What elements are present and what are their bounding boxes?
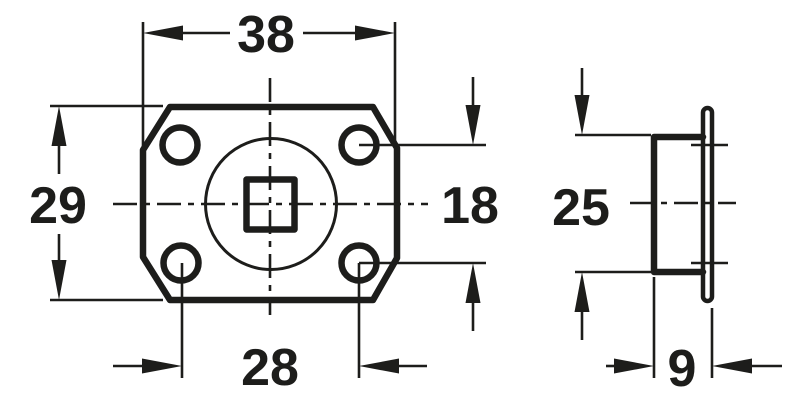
side-view — [630, 105, 736, 304]
arrowhead-left — [143, 25, 183, 41]
arrowhead-down — [574, 95, 590, 135]
arrowhead-down — [51, 260, 67, 300]
dimension-front-width: 38 — [141, 6, 397, 147]
dimension-value-9: 9 — [668, 340, 697, 398]
arrowhead-down — [465, 105, 481, 145]
arrowhead-up — [465, 263, 481, 303]
arrowhead-left — [359, 358, 399, 374]
dimension-value-18: 18 — [441, 177, 499, 235]
dimension-side-height: 25 — [552, 68, 651, 340]
arrowhead-left — [712, 358, 752, 374]
dimension-hole-pitch-horizontal: 28 — [113, 263, 427, 397]
dimension-front-height: 29 — [29, 104, 163, 302]
arrowhead-right — [355, 25, 395, 41]
side-flange-plate — [700, 105, 715, 304]
side-body-outline — [650, 133, 707, 276]
front-view — [113, 78, 428, 315]
dimension-side-depth: 9 — [606, 277, 782, 398]
dimension-value-28: 28 — [241, 339, 299, 397]
corner-hole-top-left — [159, 124, 201, 166]
arrowhead-up — [51, 106, 67, 146]
dimension-value-38: 38 — [237, 6, 295, 64]
dimension-hole-pitch-vertical: 18 — [359, 77, 499, 331]
arrowhead-right — [142, 358, 182, 374]
arrowhead-right — [614, 358, 654, 374]
dimension-value-25: 25 — [552, 179, 610, 237]
arrowhead-up — [574, 272, 590, 312]
dimension-value-29: 29 — [29, 177, 87, 235]
plate-outline — [139, 103, 401, 304]
